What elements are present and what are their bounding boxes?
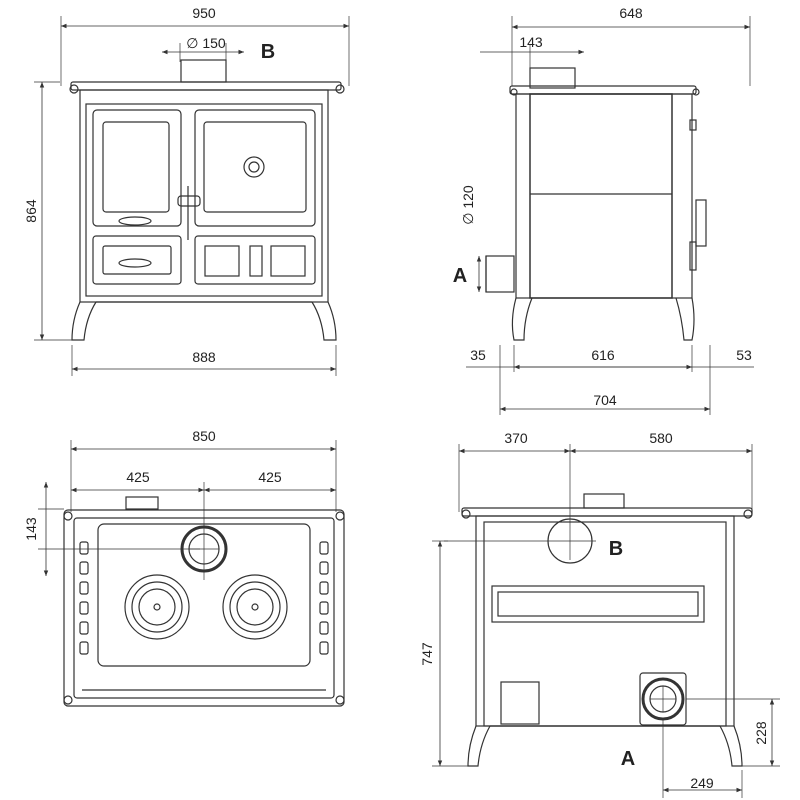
side-front-overhang-label: 35 — [470, 347, 486, 363]
top-half-right-label: 425 — [258, 469, 282, 485]
rear-height-to-flue-label: 747 — [419, 642, 435, 666]
top-width-label: 850 — [192, 428, 216, 444]
top-flue-depth-label: 143 — [23, 517, 39, 541]
rear-flue-height-label: 228 — [753, 721, 769, 745]
side-rear-flue-diameter-label: ∅ 120 — [460, 185, 476, 225]
side-view — [466, 16, 754, 415]
side-rear-flue-marker: A — [453, 265, 467, 287]
front-view — [34, 16, 350, 376]
rear-left-offset-label: 370 — [504, 430, 528, 446]
rear-view — [432, 444, 780, 798]
front-flue-marker: B — [261, 41, 275, 63]
rear-right-offset-label: 580 — [649, 430, 673, 446]
side-depth-label: 648 — [619, 5, 643, 21]
rear-flue-marker-a: A — [621, 748, 635, 770]
side-rear-overhang-label: 53 — [736, 347, 752, 363]
front-base-width-label: 888 — [192, 349, 216, 365]
front-width-label: 950 — [192, 5, 216, 21]
side-total-depth-label: 704 — [593, 392, 617, 408]
side-body-depth-label: 616 — [591, 347, 615, 363]
side-flue-offset-label: 143 — [519, 34, 543, 50]
top-view — [38, 440, 345, 707]
front-height-label: 864 — [23, 199, 39, 223]
front-flue-diameter-label: ∅ 150 — [186, 35, 226, 51]
rear-flue-offset-label: 249 — [690, 775, 714, 791]
rear-flue-marker-b: B — [609, 538, 623, 560]
top-half-left-label: 425 — [126, 469, 150, 485]
